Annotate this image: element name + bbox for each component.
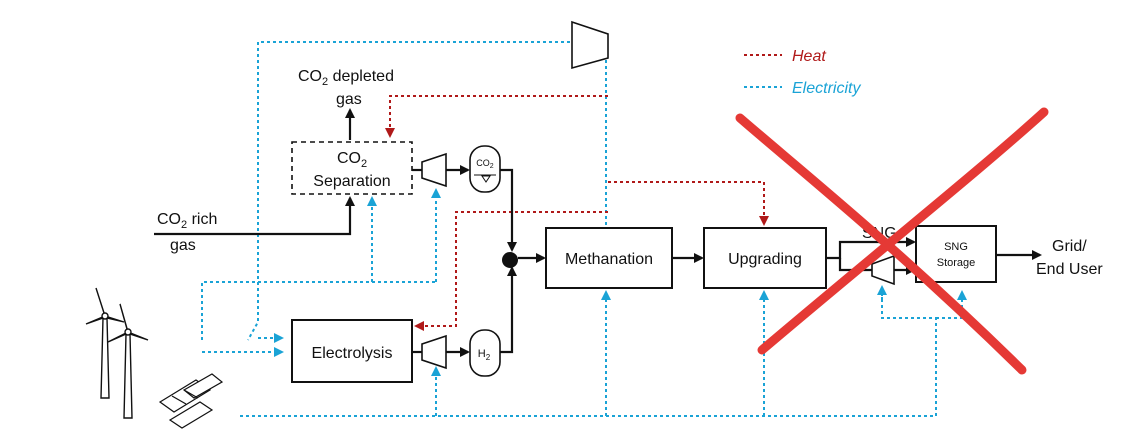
sng-storage-label-line1: SNG [944, 241, 968, 253]
methanation-box [545, 227, 673, 289]
co2-separation-box [291, 141, 413, 195]
electricity-line-left-riser [201, 281, 436, 340]
co2-compressor-icon [421, 152, 447, 188]
h2-tank-label: H2 [478, 348, 491, 362]
co2-rich-gas-label: CO2 rich [157, 211, 217, 231]
grid-end-user-label-line2: End User [1036, 261, 1103, 278]
gas-turbine-icon [571, 20, 609, 70]
heat-arrow-upgrading [608, 181, 769, 226]
upgrading-label: Upgrading [728, 251, 802, 268]
co2-depleted-gas-label: CO2 depleted [298, 68, 394, 88]
electricity-network [201, 41, 967, 417]
co2-tank-level-marker-icon [481, 175, 491, 183]
sng-storage-box [915, 225, 997, 283]
heat-arrow-co2-separation [385, 95, 608, 138]
legend: Heat Electricity [744, 48, 861, 97]
flow-sng-to-storage [826, 237, 916, 260]
flow-co2-rich-gas [154, 196, 355, 236]
electrolysis-label: Electrolysis [312, 345, 393, 362]
co2-tank-icon [469, 145, 501, 193]
flow-co2-to-mixer [500, 168, 517, 252]
co2-separation-label: CO2 [337, 150, 367, 170]
h2-tank-icon [469, 329, 501, 377]
mixer-node [502, 252, 518, 268]
methanation-label: Methanation [565, 251, 653, 268]
h2-compressor-icon [421, 334, 447, 370]
upgrading-box [703, 227, 827, 289]
electricity-line-turbine-top [247, 41, 570, 341]
sng-storage-label-line2: Storage [937, 257, 976, 269]
heat-network [385, 95, 769, 331]
wind-turbine-icon [85, 287, 125, 399]
flow-h2-to-mixer [500, 266, 517, 354]
co2-separation-label-line2: Separation [313, 173, 390, 190]
co2-tank-label: CO2 [476, 158, 494, 170]
co2-depleted-gas-label-line2: gas [336, 91, 362, 108]
sng-compressor-icon [871, 254, 895, 286]
legend-heat-label: Heat [792, 48, 826, 65]
grid-end-user-label: Grid/ [1052, 238, 1087, 255]
solar-panel-icon [158, 373, 224, 429]
legend-electricity-label: Electricity [792, 80, 861, 97]
wind-turbine-icon [107, 303, 149, 419]
cross-out-annotation [735, 107, 1049, 375]
co2-rich-gas-label-line2: gas [170, 237, 196, 254]
electrolysis-box [291, 319, 413, 383]
